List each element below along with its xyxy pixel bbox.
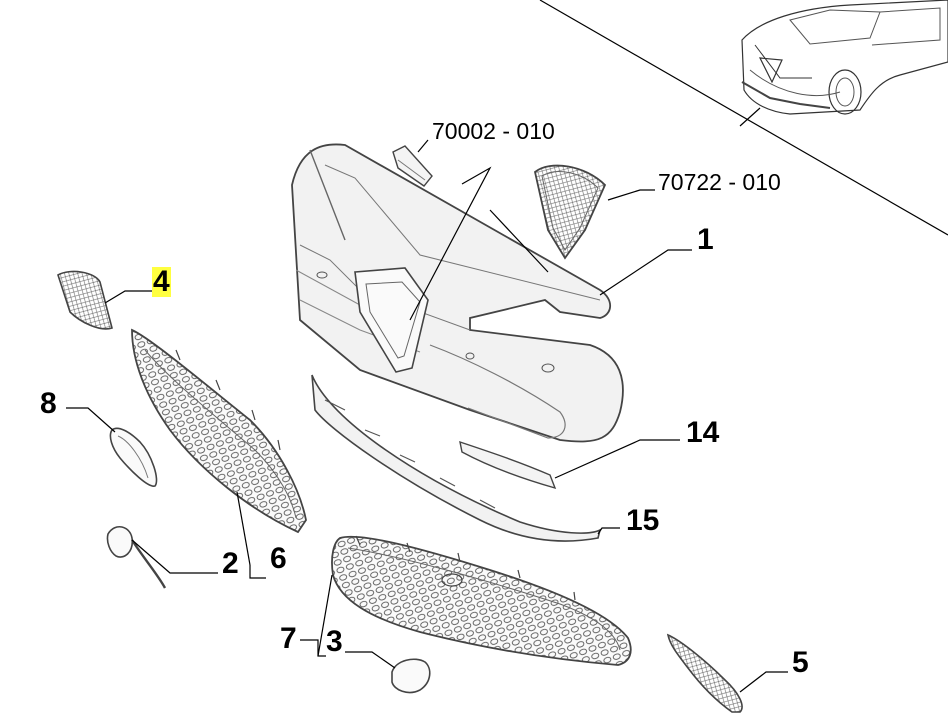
lip-strip: [311, 374, 602, 542]
upper-bracket-part: [392, 145, 433, 187]
leader-lines: [66, 139, 788, 693]
tow-cover-left: [106, 526, 167, 589]
part-label-5: 5: [792, 646, 809, 679]
side-grille-insert-left: [57, 270, 113, 330]
part-label-7: 7: [280, 622, 297, 655]
tow-cover-center: [391, 658, 431, 694]
side-grille-insert-right: [666, 633, 743, 713]
grille-shield-part: [533, 164, 607, 260]
ref-code-upper: 70002 - 010: [432, 118, 555, 144]
fog-cover-part: [109, 427, 158, 487]
vehicle-inset: [539, 0, 948, 236]
part-label-6: 6: [270, 542, 287, 575]
part-label-14: 14: [686, 416, 720, 449]
part-label-8: 8: [40, 387, 57, 420]
part-label-2: 2: [222, 547, 239, 580]
part-label-3: 3: [326, 625, 343, 658]
part-label-4: 4: [152, 265, 171, 298]
lower-grille-center: [331, 535, 632, 666]
ref-code-grille: 70722 - 010: [658, 169, 781, 195]
bumper-cover: [291, 143, 624, 443]
lower-trim-strip: [459, 440, 557, 490]
part-label-15: 15: [626, 504, 660, 537]
part-label-1: 1: [697, 223, 714, 256]
lower-grille-left: [131, 328, 307, 534]
